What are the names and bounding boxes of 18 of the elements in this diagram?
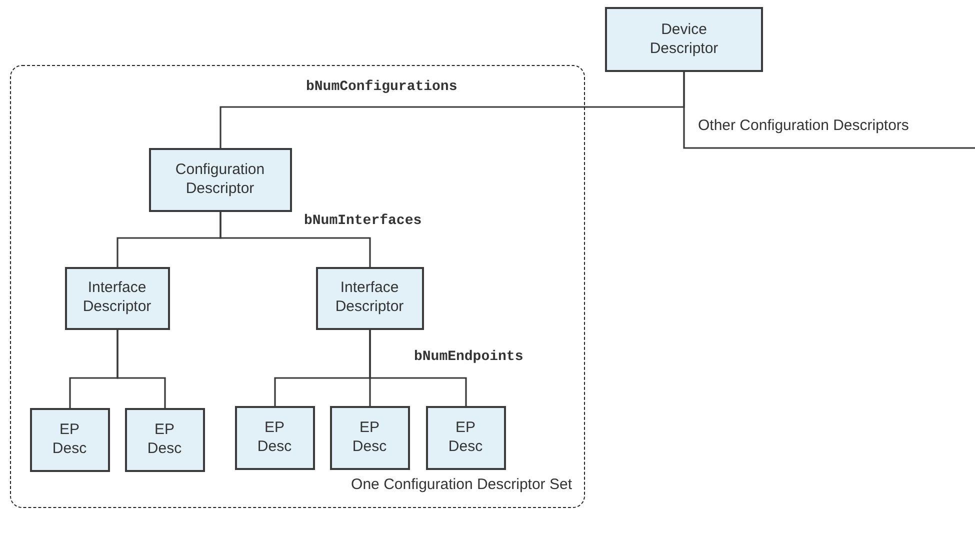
edge-label: bNumConfigurations — [305, 79, 458, 95]
dashed-group-frame — [10, 65, 585, 508]
descriptor-box: Interface Descriptor — [316, 266, 424, 330]
edge-label: bNumEndpoints — [413, 349, 524, 365]
descriptor-box: EP Desc — [124, 408, 204, 472]
connector-line — [683, 72, 975, 149]
descriptor-box: EP Desc — [30, 408, 110, 472]
descriptor-box: EP Desc — [426, 406, 506, 470]
descriptor-box: Configuration Descriptor — [148, 148, 292, 212]
edge-label: Other Configuration Descriptors — [697, 117, 910, 134]
connector-line — [116, 330, 166, 408]
group-title: One Configuration Descriptor Set — [351, 476, 572, 493]
descriptor-box: Interface Descriptor — [64, 266, 170, 330]
connector-line — [369, 330, 467, 406]
descriptor-box: EP Desc — [330, 406, 410, 470]
descriptor-box: Device Descriptor — [605, 7, 763, 72]
connector-line — [220, 212, 371, 267]
descriptor-box: EP Desc — [234, 406, 314, 470]
